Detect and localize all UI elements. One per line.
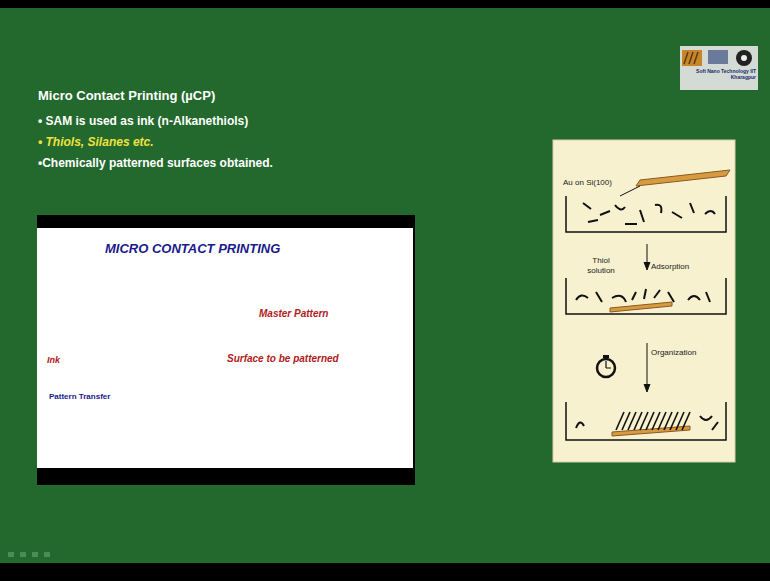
node-text: Organization [651, 348, 696, 358]
node-text: Master Pattern [259, 308, 328, 320]
node-text: Adsorption [651, 262, 689, 272]
node-text: Ink [47, 355, 60, 366]
bullet-text: • SAM is used as ink (n-Alkanethiols) [38, 114, 248, 128]
node-text: Surface to be patterned [227, 353, 339, 365]
bullet-text: •Chemically patterned surfaces obtained. [38, 156, 273, 170]
bullet-text: • Thiols, Silanes etc. [38, 135, 154, 149]
panel-ground [553, 140, 735, 462]
sam-illustration [566, 170, 730, 440]
bottom-bar [0, 563, 770, 581]
inset-panel: MICRO CONTACT PRINTING Master PatternSurf… [37, 228, 413, 468]
node-text: MICRO CONTACT PRINTING [105, 241, 280, 257]
inset-frame [37, 215, 415, 485]
node-text: Thiol solution [583, 256, 619, 275]
logo-text: Soft Nano Technology IIT Kharagpur [682, 68, 756, 80]
top-bar [0, 0, 770, 8]
node-text: Au on Si(100) [563, 178, 612, 188]
slide-title: Micro Contact Printing (µCP) [38, 88, 215, 103]
sam-panel: Au on Si(100) Thiol solution AdsorptionOrg… [553, 140, 735, 462]
node-text: Pattern Transfer [49, 392, 110, 402]
nav-icons [8, 552, 50, 557]
logo [680, 46, 758, 90]
